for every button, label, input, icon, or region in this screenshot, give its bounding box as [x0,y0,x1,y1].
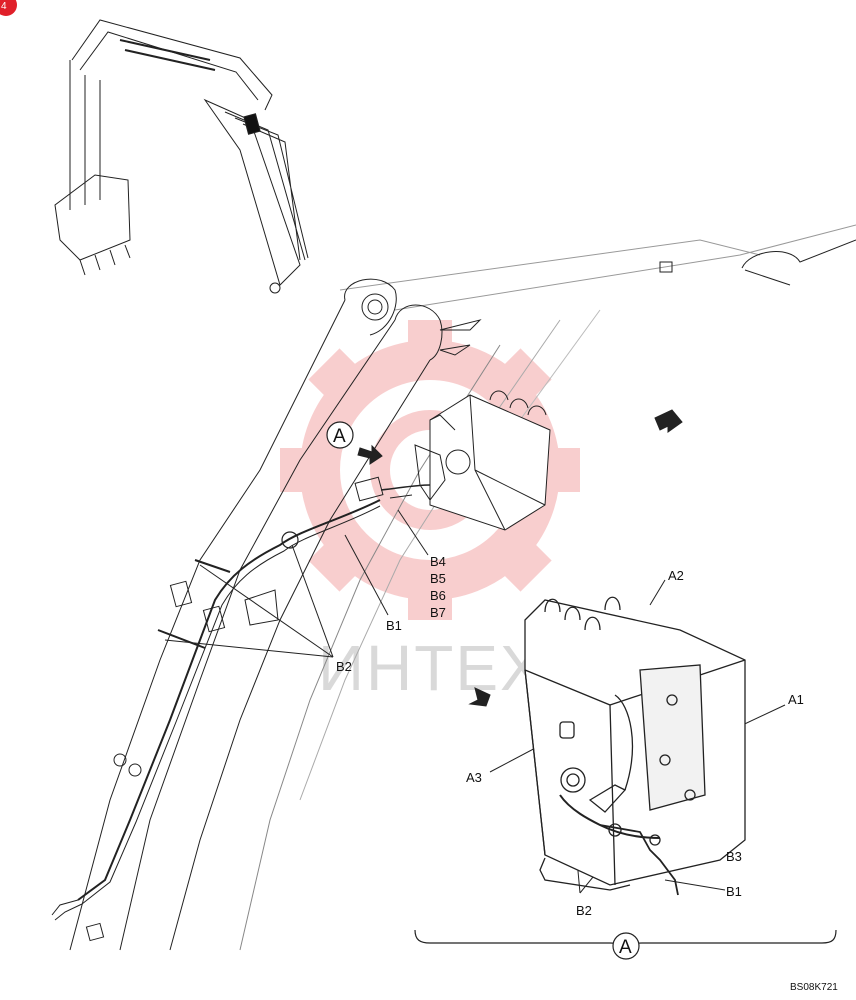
detail-a-box [524,596,746,896]
label-b3: B3 [726,849,742,864]
label-b2-main: B2 [336,659,352,674]
label-a3: A3 [466,770,482,785]
label-b2-detail: B2 [576,903,592,918]
harness-cable [51,499,381,921]
arrow-left-icon [468,687,491,707]
label-b6: B6 [430,588,446,603]
arrow-right-icon [654,409,683,433]
drawing-code: BS08K721 [790,982,838,993]
label-b1-main: B1 [386,618,402,633]
label-a1: A1 [788,692,804,707]
connector-plug-icon [354,476,431,502]
watermark-text: ИНТЕХ [318,632,545,704]
arrow-right-icon [357,444,383,465]
label-b4: B4 [430,554,446,569]
label-b7: B7 [430,605,446,620]
svg-text:A: A [333,426,346,447]
junction-box-main [414,390,551,531]
label-a2: A2 [668,568,684,583]
excavator-inset [54,19,309,294]
label-b1-detail: B1 [726,884,742,899]
svg-text:4: 4 [1,1,7,12]
svg-text:A: A [619,937,632,958]
page-badge: 4 [0,0,17,16]
callout-a-detail: A [612,932,640,960]
label-b5: B5 [430,571,446,586]
callout-a-main: A [326,421,354,449]
direction-arrows [357,409,683,707]
